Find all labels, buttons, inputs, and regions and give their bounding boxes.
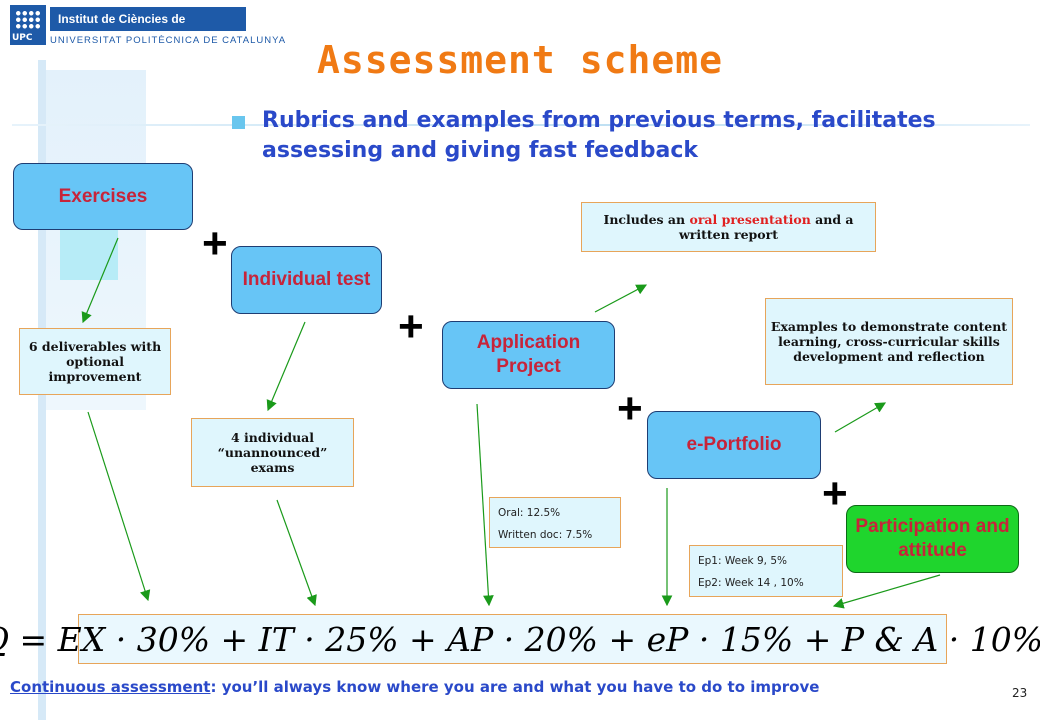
plus-sign-3: + (617, 384, 643, 433)
arrow-portfolio-to-note (834, 402, 887, 433)
project-note: Includes an oral presentation and a writ… (581, 202, 876, 252)
plus-sign-4: + (822, 469, 848, 518)
arrow-test-to-exams (266, 321, 306, 412)
exercises-box: Exercises (13, 163, 193, 230)
institute-name: Institut de Ciències de l'Educació (50, 7, 246, 50)
arrow-participation-to-formula (832, 574, 941, 609)
individual-test-box: Individual test (231, 246, 382, 314)
application-project-box: Application Project (442, 321, 615, 389)
participation-box: Participation and attitude (846, 505, 1019, 573)
portfolio-note: Examples to demonstrate content learning… (765, 298, 1013, 385)
slide-title: Assessment scheme (317, 38, 723, 82)
written-weight: Written doc: 7.5% (498, 529, 593, 541)
footer-text: : you’ll always know where you are and w… (210, 678, 820, 696)
page-number: 23 (1012, 686, 1028, 700)
arrow-deliverables-to-formula (87, 411, 151, 602)
ep1-weight: Ep1: Week 9, 5% (698, 555, 787, 567)
oral-weight: Oral: 12.5% (498, 507, 561, 519)
eportfolio-box: e-Portfolio (647, 411, 821, 479)
bullet-text: Rubrics and examples from previous terms… (262, 108, 936, 163)
plus-sign-2: + (398, 302, 424, 351)
project-note-text: Includes an (603, 212, 690, 227)
upc-logo: UPC (10, 5, 46, 45)
logo-text: UPC (12, 33, 33, 43)
title-divider (12, 124, 1030, 126)
deliverables-note: 6 deliverables with optional improvement (19, 328, 171, 395)
logo-dots-icon (15, 10, 41, 30)
project-weights-note: Oral: 12.5% Written doc: 7.5% (489, 497, 621, 548)
footer-underlined: Continuous assessment (10, 678, 211, 696)
arrow-project-to-formula (476, 403, 494, 607)
project-note-highlight: oral presentation (689, 212, 811, 227)
ep2-weight: Ep2: Week 14 , 10% (698, 577, 804, 589)
arrow-project-to-note (594, 284, 648, 313)
footer-note: Continuous assessment: you’ll always kno… (10, 678, 819, 696)
exams-note: 4 individual “unannounced” exams (191, 418, 354, 487)
portfolio-weights-note: Ep1: Week 9, 5% Ep2: Week 14 , 10% (689, 545, 843, 597)
grade-formula: Q = EX · 30% + IT · 25% + AP · 20% + eP … (0, 614, 1040, 664)
plus-sign-1: + (202, 219, 228, 268)
university-name: UNIVERSITAT POLITÈCNICA DE CATALUNYA (50, 35, 287, 46)
bullet-square-icon (232, 116, 245, 129)
arrow-exercises-to-deliverables (81, 237, 119, 324)
arrow-exams-to-formula (276, 499, 317, 607)
project-note-text-end: and a written report (678, 212, 854, 242)
